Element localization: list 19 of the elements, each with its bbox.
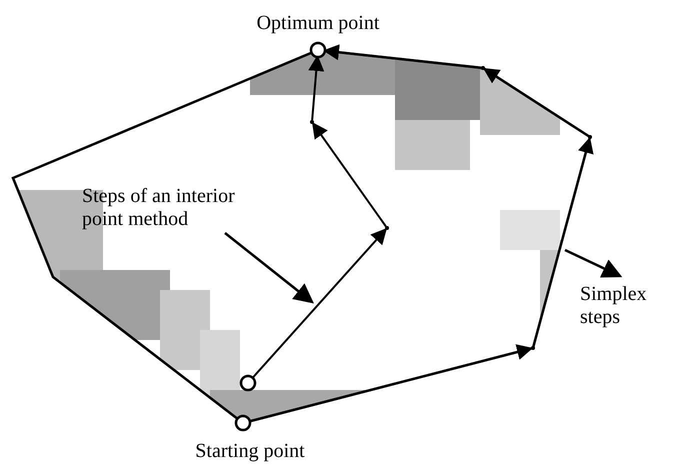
polygon-vertex [531,346,535,350]
point-marker [310,42,326,58]
polygon-vertex [385,226,389,230]
polygon-vertex [481,66,485,70]
step-arrow [483,68,589,137]
annotation-text: Steps of an interior point method [82,185,252,231]
point-label: Optimum point [256,12,380,35]
point-marker [234,414,252,432]
step-arrow [532,137,594,346]
step-arrow [250,344,533,422]
point-label: Starting point [194,440,306,463]
polygon-vertex [310,120,314,124]
polygon-vertex [588,135,592,139]
leader-arrow [564,248,622,278]
point-marker [240,374,256,392]
step-arrow [252,228,387,378]
step-arrow [312,122,387,227]
leader-arrow [224,232,314,304]
annotation-text: Simplex steps [580,283,660,329]
